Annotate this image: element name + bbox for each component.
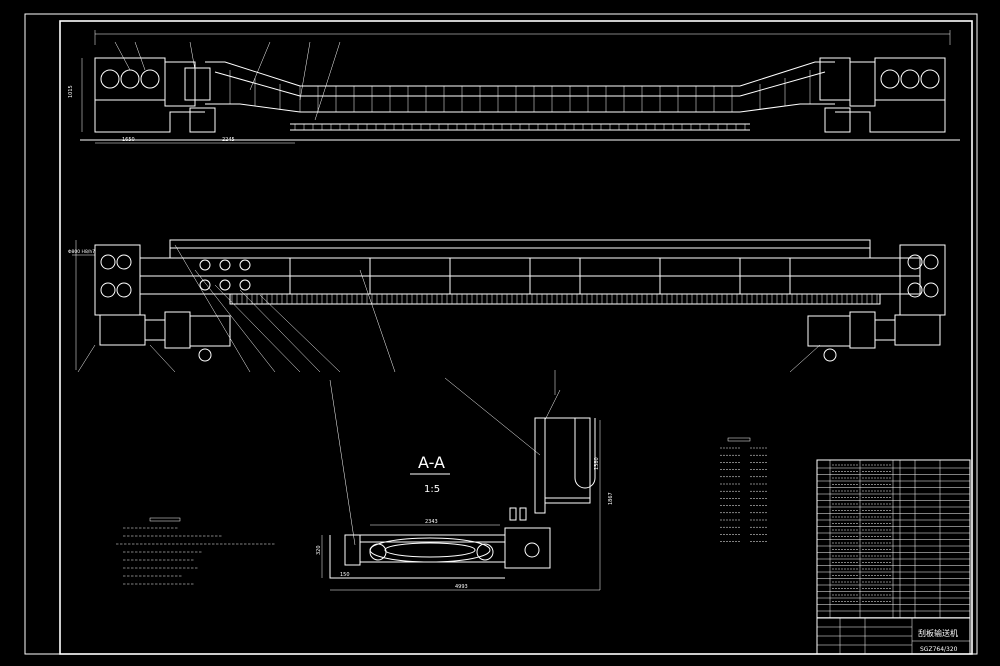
section-title: A-A	[418, 453, 445, 472]
elev-left-length-dim: 1650	[122, 137, 135, 143]
aa-small-bottom-dim: 150	[340, 572, 350, 578]
outer-frame	[24, 13, 978, 655]
elev-height-dim: 1015	[68, 85, 74, 98]
section-scale: 1:5	[424, 484, 440, 495]
section-aa	[321, 370, 601, 591]
aa-bottom-width-dim: 4993	[455, 584, 468, 590]
parameter-table	[720, 437, 767, 542]
inner-frame	[59, 20, 973, 655]
aa-height-2-dim: 1867	[608, 492, 614, 505]
parts-list	[816, 459, 971, 619]
drawing-code: SGZ764/320	[920, 646, 958, 653]
plan-left-fit-dim: Φ800 H8/h7	[68, 249, 95, 255]
technical-requirements-notes	[116, 517, 275, 585]
aa-height-1-dim: 1380	[594, 457, 600, 470]
elev-left-span-dim: 2245	[222, 137, 235, 143]
plan-view	[72, 239, 946, 373]
elevation-view	[80, 30, 960, 144]
aa-top-width-dim: 2343	[425, 519, 438, 525]
title-block	[816, 617, 971, 655]
aa-small-left-dim: 320	[316, 545, 322, 555]
drawing-name: 刮板输送机	[918, 628, 958, 638]
